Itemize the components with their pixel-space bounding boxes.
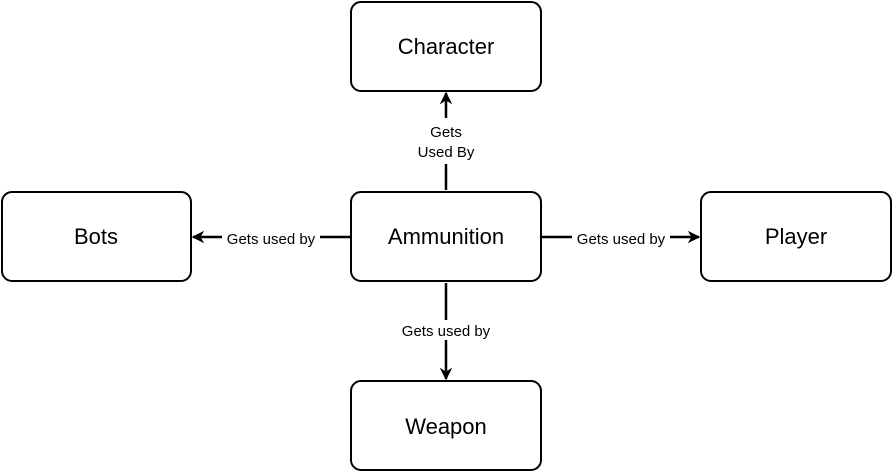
edge-to-weapon-label: Gets used by	[402, 323, 491, 340]
node-ammunition-label: Ammunition	[388, 224, 504, 249]
node-weapon-label: Weapon	[405, 414, 487, 439]
edge-to-character-label-bg	[410, 118, 482, 164]
node-ammunition[interactable]: Ammunition	[350, 191, 542, 282]
edge-to-character: Gets Used By	[410, 91, 482, 190]
edge-to-player-label: Gets used by	[577, 231, 666, 248]
node-bots-label: Bots	[74, 224, 118, 249]
edge-to-weapon: Gets used by	[397, 283, 495, 381]
edge-to-player-label-bg	[572, 228, 670, 248]
edge-to-weapon-label-bg	[397, 320, 495, 340]
edge-to-bots: Gets used by	[191, 228, 350, 248]
node-player[interactable]: Player	[700, 191, 892, 282]
edge-to-player: Gets used by	[542, 228, 701, 248]
node-weapon[interactable]: Weapon	[350, 380, 542, 471]
edge-to-bots-label: Gets used by	[227, 231, 316, 248]
node-bots[interactable]: Bots	[1, 191, 192, 282]
node-character-label: Character	[398, 34, 495, 59]
node-player-label: Player	[765, 224, 827, 249]
edge-to-bots-label-bg	[222, 228, 320, 248]
node-character[interactable]: Character	[350, 1, 542, 92]
edge-to-character-label-line2: Used By	[418, 144, 475, 161]
edge-to-character-label-line1: Gets	[430, 124, 462, 141]
